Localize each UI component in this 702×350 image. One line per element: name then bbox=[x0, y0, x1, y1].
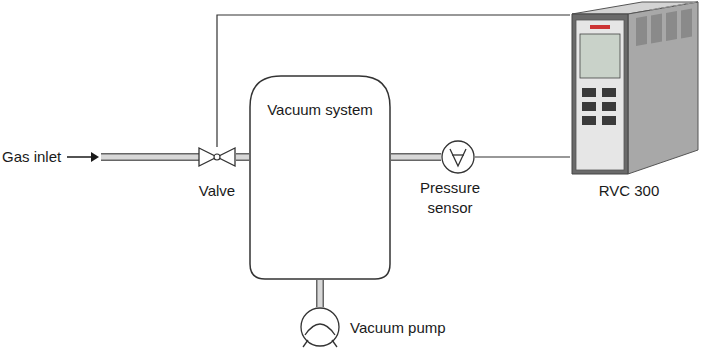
pipe-stroke bbox=[318, 280, 323, 307]
edge-layer bbox=[217, 15, 570, 307]
node-label: Valve bbox=[199, 181, 235, 201]
pipe-stroke bbox=[236, 153, 249, 161]
valve-symbol: Valve bbox=[198, 147, 236, 167]
node-label: RVC 300 bbox=[599, 181, 660, 201]
valve-outline bbox=[198, 147, 236, 167]
pipe-stroke bbox=[391, 153, 441, 161]
pipe-stroke bbox=[236, 155, 249, 160]
vacuum-pump: Vacuum pump bbox=[300, 307, 340, 347]
node-label: Vacuum pump bbox=[350, 318, 446, 338]
gas-inlet-arrow bbox=[67, 152, 99, 162]
signal-wire bbox=[475, 157, 570, 158]
sensor-outline bbox=[441, 140, 475, 174]
node-label: Vacuum system bbox=[249, 75, 391, 120]
inlet-label: Gas inlet bbox=[2, 147, 61, 167]
pipe-connector bbox=[236, 157, 249, 158]
pipe-stroke bbox=[316, 280, 324, 307]
device-outline bbox=[570, 0, 700, 178]
pressure-sensor: Pressure sensor bbox=[441, 140, 475, 174]
pump-outline bbox=[300, 307, 340, 347]
vacuum-vessel: Vacuum system bbox=[249, 75, 391, 280]
controller-device: RVC 300 bbox=[570, 0, 700, 178]
pipe-connector bbox=[391, 157, 441, 158]
pipe-connector bbox=[320, 280, 321, 307]
pipe-stroke bbox=[391, 155, 441, 160]
node-label: Pressure sensor bbox=[408, 178, 492, 218]
gas-inlet-pipe bbox=[101, 157, 199, 158]
wire-stroke bbox=[475, 156, 570, 157]
